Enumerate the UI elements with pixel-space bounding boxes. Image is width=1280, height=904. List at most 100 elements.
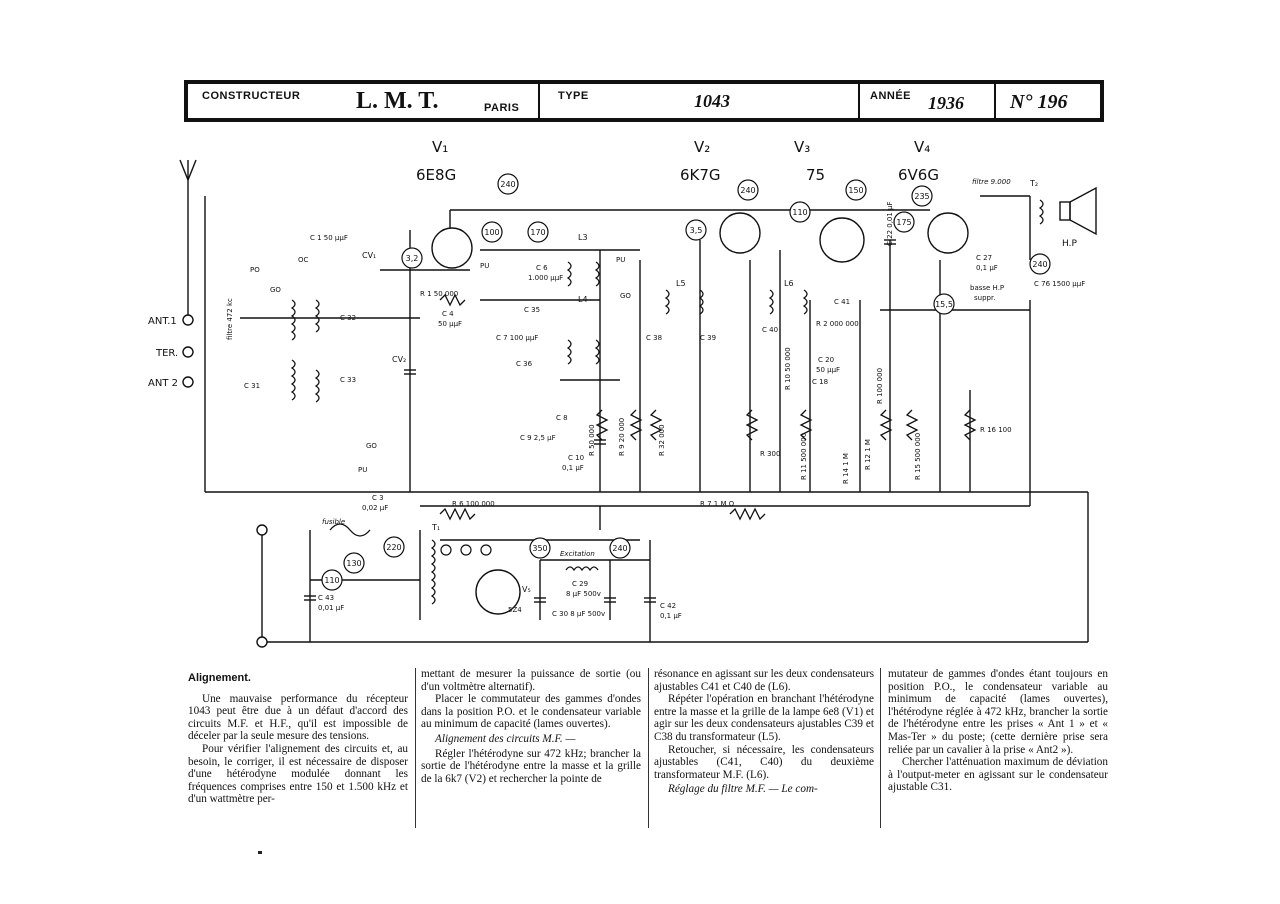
voltage-label: 235 — [914, 192, 929, 201]
r9-label: R 9 20 000 — [618, 418, 626, 456]
c42-label: C 42 — [660, 602, 676, 610]
c150-label: C 1 50 μμF — [310, 234, 348, 242]
subheading: Alignement des circuits M.F. — — [435, 732, 576, 745]
paragraph: Placer le commutateur des gammes d'ondes… — [421, 693, 641, 731]
tube-v1-envelope — [431, 227, 473, 269]
section-heading: Alignement. — [188, 672, 251, 684]
go-label: GO — [620, 292, 631, 300]
column-divider — [880, 668, 881, 828]
basse-hp-label: basse H.P — [970, 284, 1004, 292]
subheading: Réglage du filtre M.F. — Le com- — [668, 783, 818, 796]
tube-v4-envelope — [927, 212, 969, 254]
voltage-label: 240 — [612, 544, 627, 553]
c43-label: C 43 — [318, 594, 334, 602]
excitation-label: Excitation — [560, 550, 595, 558]
c30-label: C 30 8 μF 500v — [552, 610, 605, 618]
c3-value: 0,02 μF — [362, 504, 388, 512]
tube-v5-envelope — [475, 569, 521, 615]
c38-label: C 38 — [646, 334, 662, 342]
l4-label: L4 — [578, 295, 588, 304]
r100000-label: R 100 000 — [876, 368, 884, 404]
r32000-label: R 32 000 — [658, 424, 666, 456]
pu-label: PU — [358, 466, 367, 474]
po-label: PO — [250, 266, 260, 274]
c35-label: C 35 — [524, 306, 540, 314]
tube-v2-model: 6K7G — [680, 166, 721, 184]
voltage-label: 220 — [386, 543, 401, 552]
lamp-icon — [460, 544, 472, 556]
r2000-label: R 2 000 000 — [816, 320, 859, 328]
r11-label: R 11 500 000 — [800, 433, 808, 480]
paragraph: Répéter l'opération en branchant l'hétér… — [654, 693, 874, 743]
text-column-1: Alignement. Une mauvaise performance du … — [188, 668, 408, 806]
l5-label: L5 — [676, 279, 686, 288]
voltage-label: 110 — [792, 208, 807, 217]
l3-label: L3 — [578, 233, 588, 242]
oc-label: OC — [298, 256, 309, 264]
c27-value: 0,1 μF — [976, 264, 998, 272]
voltage-label: 15,5 — [935, 300, 953, 309]
r14-label: R 14 1 M — [842, 453, 850, 484]
tube-v5-id: V₅ — [522, 585, 531, 594]
mains-terminal-icon — [256, 524, 268, 536]
r10-label: R 10 50 000 — [784, 347, 792, 390]
c18-label: C 18 — [812, 378, 828, 386]
c8-label: C 8 — [556, 414, 568, 422]
print-mark — [258, 851, 262, 854]
tube-v1-id: V₁ — [432, 138, 448, 156]
paragraph: Retoucher, si nécessaire, les condensate… — [654, 743, 874, 781]
c43-value: 0,01 μF — [318, 604, 344, 612]
c7-label: C 7 100 μμF — [496, 334, 538, 342]
c29-value: 8 μF 500v — [566, 590, 601, 598]
c9-label: C 9 2,5 μF — [520, 434, 556, 442]
numero-value: N° 196 — [1010, 91, 1068, 113]
annee-label: ANNÉE — [870, 90, 912, 102]
t2-label: T₂ — [1029, 179, 1038, 188]
c22-label: C 22 0,01 μF — [886, 201, 894, 246]
r7-label: R 7 1 M Ω — [700, 500, 735, 508]
tube-v3-model: 75 — [806, 166, 825, 184]
tube-v4-model: 6V6G — [898, 166, 939, 184]
header-divider — [538, 84, 540, 118]
text-column-2: mettant de mesurer la puissance de sorti… — [421, 668, 641, 785]
c33-label: C 33 — [340, 376, 356, 384]
c20-label: C 20 — [818, 356, 834, 364]
voltage-label: 240 — [500, 180, 515, 189]
t1-label: T₁ — [431, 523, 440, 532]
pu-label: PU — [480, 262, 489, 270]
voltage-label: 3,5 — [690, 226, 703, 235]
voltage-label: 240 — [740, 186, 755, 195]
column-divider — [648, 668, 649, 828]
tube-v2-envelope — [719, 212, 761, 254]
header-divider — [858, 84, 860, 118]
ant1-label: ANT.1 — [148, 316, 177, 327]
go-label: GO — [270, 286, 281, 294]
c40-label: C 40 — [762, 326, 778, 334]
voltage-label: 150 — [848, 186, 863, 195]
ter-label: TER. — [155, 348, 178, 359]
filtre-left-label: filtre 472 kc — [226, 298, 234, 340]
header-divider — [994, 84, 996, 118]
constructeur-value: L. M. T. — [356, 88, 439, 114]
voltage-label: 100 — [484, 228, 499, 237]
tube-v4-id: V₄ — [914, 138, 930, 156]
suppr-label: suppr. — [974, 294, 995, 302]
paragraph: mettant de mesurer la puissance de sorti… — [421, 668, 641, 693]
c41-label: C 41 — [834, 298, 850, 306]
voltage-label: 130 — [346, 559, 361, 568]
c31-label: C 31 — [244, 382, 260, 390]
c3-label: C 3 — [372, 494, 384, 502]
cv1-label: CV₁ — [362, 251, 376, 260]
r50000-label: R 50 000 — [588, 424, 596, 456]
type-label: TYPE — [558, 90, 589, 102]
paragraph: Chercher l'atténuation maximum de déviat… — [888, 756, 1108, 794]
ter-terminal-icon — [182, 346, 194, 358]
r15-label: R 15 500 000 — [914, 433, 922, 480]
column-divider — [415, 668, 416, 828]
r16-label: R 16 100 — [980, 426, 1012, 434]
c6-label: C 6 — [536, 264, 548, 272]
tube-v3-id: V₃ — [794, 138, 810, 156]
ant1-terminal-icon — [182, 314, 194, 326]
ant2-terminal-icon — [182, 376, 194, 388]
r1-label: R 1 50 000 — [420, 290, 458, 298]
